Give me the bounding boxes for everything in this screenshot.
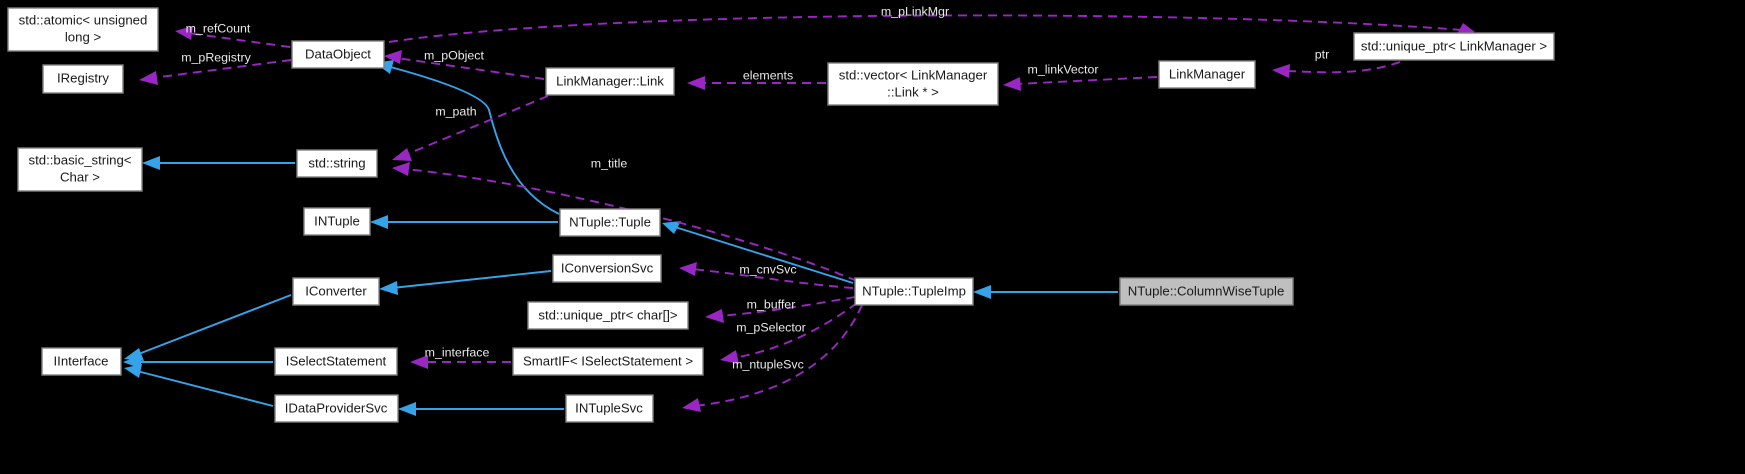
node-label: IConverter (305, 283, 367, 298)
node-std-unique-ptr-linkmanager[interactable]: std::unique_ptr< LinkManager > (1353, 32, 1555, 61)
node-label: ::Link * > (887, 84, 939, 99)
edge-inherit-iinterface-a (124, 294, 292, 361)
edge-usage-cnvsvc (679, 262, 854, 289)
node-std-vector-linkmanager-link[interactable]: std::vector< LinkManager ::Link * > (827, 62, 999, 106)
node-iconverter[interactable]: IConverter (292, 277, 380, 306)
edge-inherit-dataobject (375, 60, 560, 215)
node-label: NTuple::TupleImp (862, 283, 966, 298)
node-intuplesvc[interactable]: INTupleSvc (565, 394, 654, 423)
usage-edges (139, 14, 1475, 412)
node-label: LinkManager (1169, 66, 1246, 81)
node-idataprovidersvc[interactable]: IDataProviderSvc (274, 394, 399, 423)
edge-usage-linkvector (1003, 76, 1158, 91)
edge-label-m-pobject: m_pObject (424, 48, 484, 62)
edge-inherit-iinterface-b (123, 355, 273, 369)
edge-usage-buffer (705, 296, 856, 323)
edge-label-m-ntuplesvc: m_ntupleSvc (732, 357, 804, 371)
node-intuple[interactable]: INTuple (303, 207, 371, 236)
node-label: IRegistry (57, 70, 109, 85)
edge-usage-pregistry (139, 59, 292, 85)
node-iconversionsvc[interactable]: IConversionSvc (552, 254, 662, 283)
edge-inherit-idataprovidersvc (398, 402, 564, 416)
edge-inherit-iinterface-c (124, 364, 274, 407)
node-std-atomic-unsigned-long[interactable]: std::atomic< unsigned long > (7, 7, 159, 52)
edge-inherit-basicstring (142, 156, 295, 170)
edge-label-ptr: ptr (1315, 47, 1329, 61)
edge-usage-ptr (1272, 61, 1401, 78)
node-dataobject[interactable]: DataObject (291, 40, 385, 69)
node-std-unique-ptr-char-array[interactable]: std::unique_ptr< char[]> (527, 301, 689, 330)
node-label: ISelectStatement (286, 353, 387, 368)
node-label: SmartIF< ISelectStatement > (523, 353, 693, 368)
edge-label-m-buffer: m_buffer (747, 297, 796, 311)
edge-label-elements: elements (743, 68, 793, 82)
edge-usage-pselector (720, 302, 858, 364)
edge-usage-plinkmgr (388, 14, 1475, 43)
node-ntuple-columnwisetuple[interactable]: NTuple::ColumnWiseTuple (1119, 277, 1294, 306)
node-label: std::basic_string< (29, 152, 132, 167)
node-linkmanager-link[interactable]: LinkManager::Link (545, 67, 675, 96)
node-std-basic-string-char[interactable]: std::basic_string< Char > (17, 147, 143, 192)
node-label: long > (65, 29, 102, 44)
node-ntuple-tupleimp[interactable]: NTuple::TupleImp (854, 277, 974, 306)
node-label: std::vector< LinkManager (839, 67, 988, 82)
edge-usage-ntuplesvc (682, 304, 863, 412)
edge-label-m-title: m_title (591, 156, 628, 170)
node-label: std::unique_ptr< char[]> (538, 307, 678, 322)
edge-labels-layer: m_refCount m_pRegistry m_pObject m_pLink… (181, 4, 1329, 371)
edge-usage-interface (410, 355, 511, 369)
edge-usage-pobject (384, 50, 545, 80)
node-label: std::unique_ptr< LinkManager > (1361, 38, 1548, 53)
node-iselectstatement[interactable]: ISelectStatement (274, 347, 398, 376)
edge-label-m-pregistry: m_pRegistry (181, 50, 251, 64)
node-label: IDataProviderSvc (285, 400, 388, 415)
nodes-layer: std::atomic< unsigned long > IRegistry D… (7, 7, 1555, 423)
node-label: std::string (308, 155, 365, 170)
edge-label-m-linkvector: m_linkVector (1028, 62, 1099, 76)
node-linkmanager[interactable]: LinkManager (1158, 60, 1256, 89)
node-label: Char > (60, 169, 100, 184)
edge-label-m-path: m_path (435, 104, 476, 118)
edge-inherit-ntupletuple (662, 221, 854, 284)
edge-label-m-plinkmgr: m_pLinkMgr (881, 4, 949, 18)
node-label: INTuple (314, 213, 360, 228)
node-iinterface[interactable]: IInterface (41, 347, 122, 376)
edge-label-m-pselector: m_pSelector (736, 320, 806, 334)
node-label: LinkManager::Link (556, 73, 664, 88)
edge-inherit-intuple (370, 215, 558, 229)
edge-inherit-columnwise (973, 285, 1118, 299)
node-label: INTupleSvc (575, 400, 643, 415)
node-label: DataObject (305, 46, 371, 61)
node-label: std::atomic< unsigned (19, 12, 148, 27)
node-label: IInterface (54, 353, 109, 368)
edge-inherit-iconverter (379, 270, 552, 295)
node-iregistry[interactable]: IRegistry (42, 64, 124, 94)
node-ntuple-tuple[interactable]: NTuple::Tuple (559, 208, 661, 237)
node-smartif-iselectstatement[interactable]: SmartIF< ISelectStatement > (512, 347, 704, 376)
node-label: NTuple::Tuple (569, 214, 651, 229)
edge-usage-path (392, 95, 549, 161)
edge-usage-refcount (175, 26, 291, 48)
edge-usage-elements (687, 76, 826, 90)
edge-label-m-refcount: m_refCount (186, 21, 251, 35)
node-label: IConversionSvc (561, 260, 654, 275)
node-label: NTuple::ColumnWiseTuple (1128, 283, 1285, 298)
node-std-string[interactable]: std::string (296, 149, 378, 178)
edge-label-m-interface: m_interface (425, 345, 490, 359)
edge-label-m-cnvsvc: m_cnvSvc (739, 262, 796, 276)
